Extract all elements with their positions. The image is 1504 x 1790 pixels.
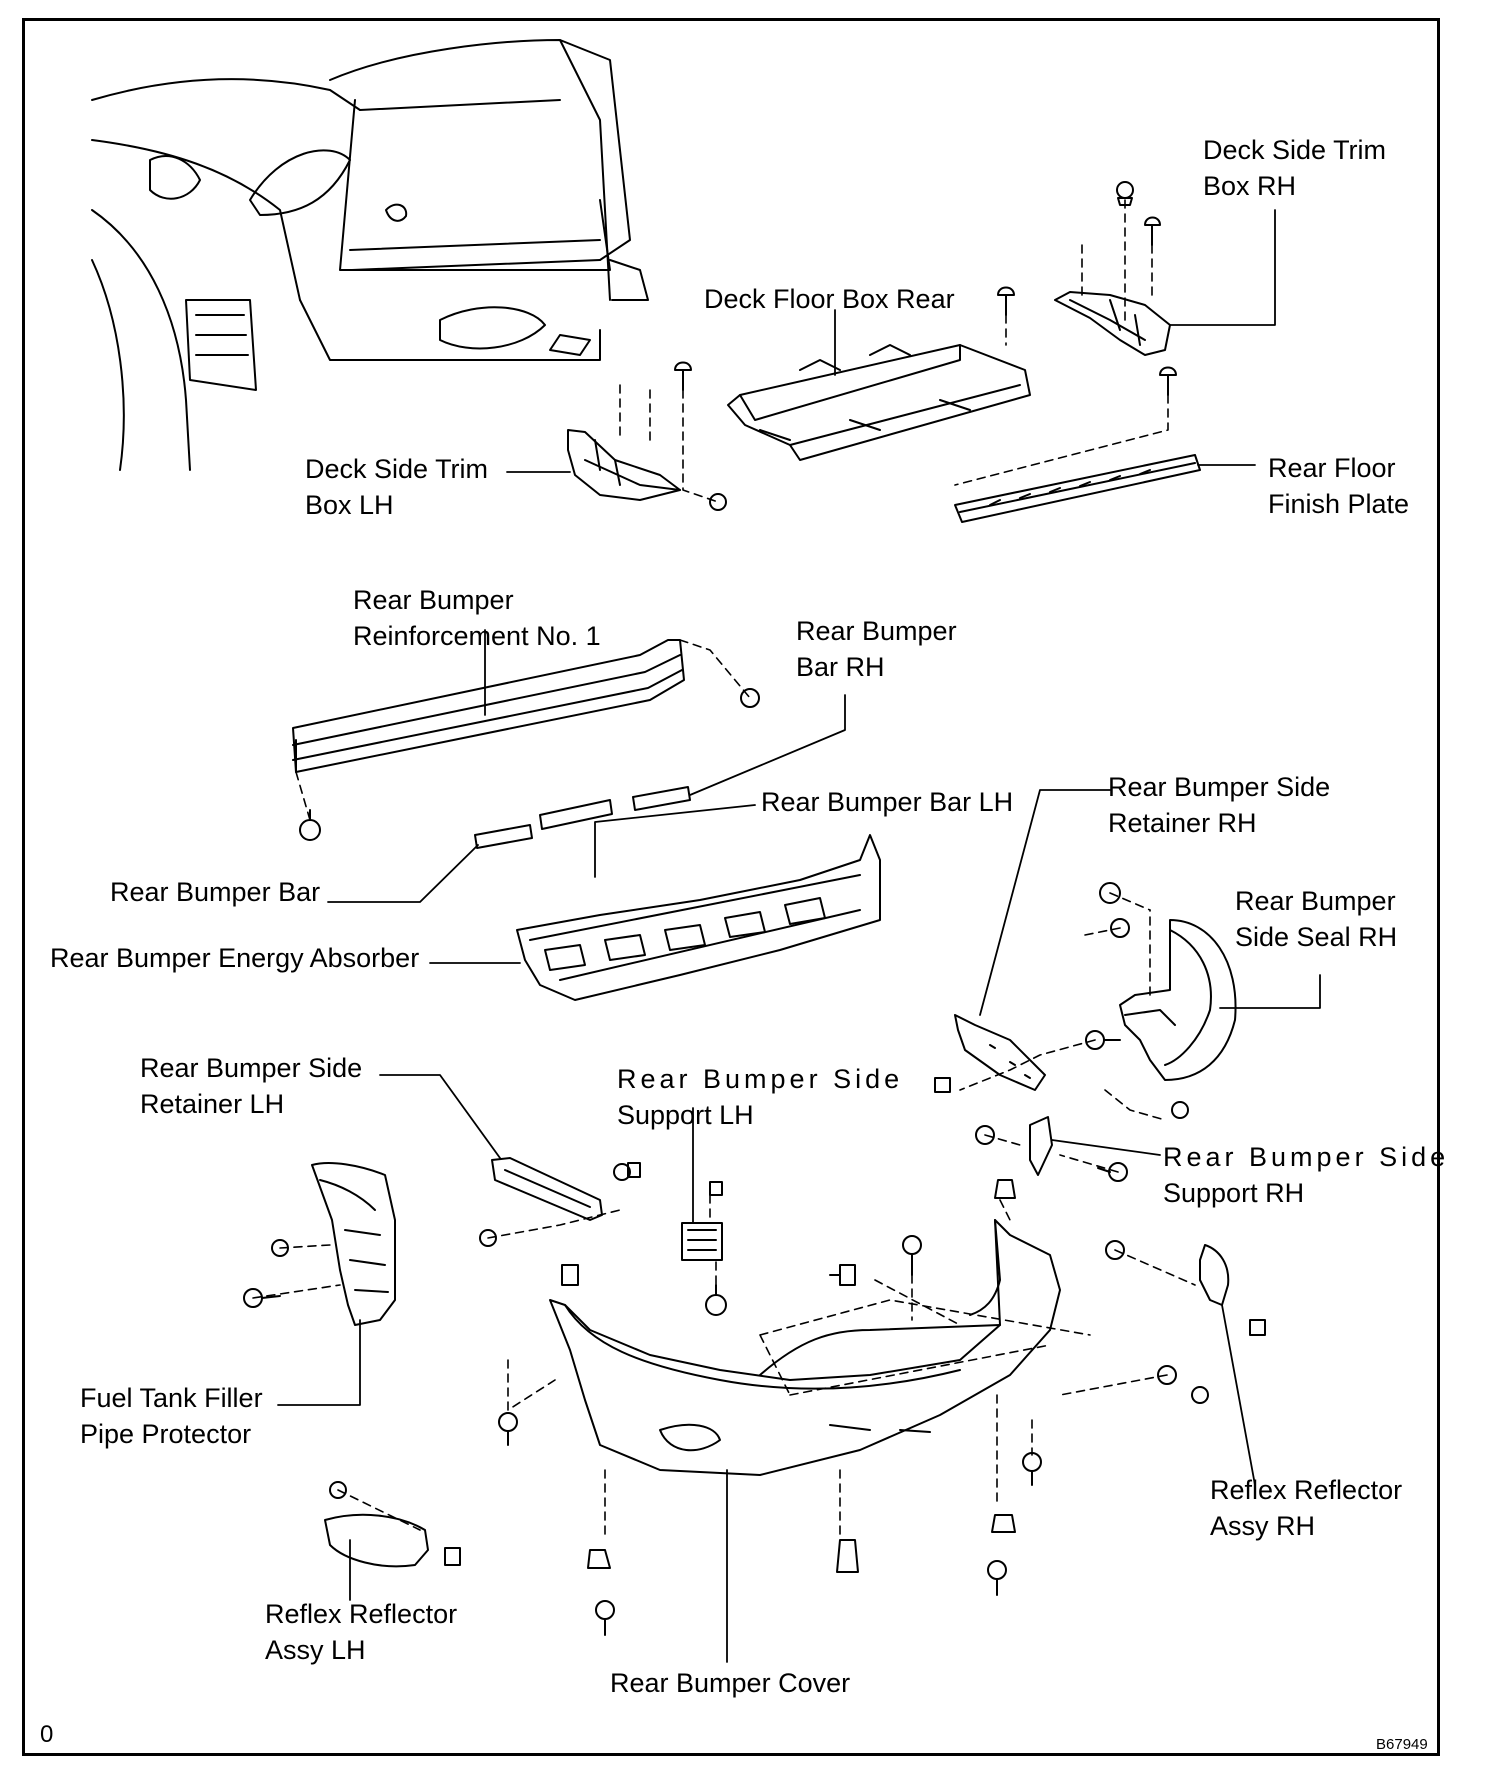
label-line: Rear Bumper bbox=[796, 616, 957, 646]
label-rear-floor-finish-plate: Rear Floor Finish Plate bbox=[1268, 450, 1409, 522]
label-rear-bumper-side-support-rh: Rear Bumper Side Support RH bbox=[1163, 1139, 1449, 1211]
fasteners bbox=[243, 181, 1266, 1636]
label-line: Fuel Tank Filler bbox=[80, 1383, 263, 1413]
label-line: Deck Side Trim bbox=[1203, 135, 1387, 165]
rear-bumper-side-retainer-lh bbox=[491, 1157, 603, 1221]
leader-lines bbox=[277, 209, 1321, 1663]
label-line: Rear Bumper Side bbox=[1163, 1142, 1450, 1172]
label-line: Rear Bumper Side bbox=[140, 1053, 363, 1083]
label-line: Bar RH bbox=[796, 652, 885, 682]
label-deck-floor-box-rear: Deck Floor Box Rear bbox=[704, 284, 955, 314]
label-line: Reinforcement No. 1 bbox=[353, 621, 601, 651]
label-rear-bumper-side-retainer-lh: Rear Bumper Side Retainer LH bbox=[140, 1050, 362, 1122]
rear-bumper-cover bbox=[549, 1219, 1061, 1476]
rear-bumper-side-supports bbox=[681, 1116, 1053, 1261]
label-line: Assy LH bbox=[265, 1635, 366, 1665]
label-reflex-reflector-assy-lh: Reflex Reflector Assy LH bbox=[265, 1596, 457, 1668]
diagram-frame bbox=[22, 18, 1440, 1756]
label-line: Box RH bbox=[1203, 171, 1297, 201]
reflex-reflectors bbox=[324, 1244, 1230, 1568]
rear-bumper-reinforcement bbox=[292, 639, 685, 773]
label-rear-bumper-bar-rh: Rear Bumper Bar RH bbox=[796, 613, 957, 685]
fuel-tank-filler-pipe-protector bbox=[311, 1162, 396, 1326]
label-line: Reflex Reflector bbox=[1210, 1475, 1403, 1505]
deck-side-trim-box-lh bbox=[567, 429, 681, 501]
vehicle-rear-body bbox=[91, 39, 649, 471]
label-rear-bumper-reinforcement-no1: Rear Bumper Reinforcement No. 1 bbox=[353, 582, 601, 654]
label-line: Support RH bbox=[1163, 1178, 1305, 1208]
label-rear-bumper-side-retainer-rh: Rear Bumper Side Retainer RH bbox=[1108, 769, 1330, 841]
label-fuel-tank-filler-pipe-protector: Fuel Tank Filler Pipe Protector bbox=[80, 1380, 263, 1452]
figure-code: B67949 bbox=[1376, 1736, 1428, 1753]
label-rear-bumper-energy-absorber: Rear Bumper Energy Absorber bbox=[50, 943, 420, 973]
rear-bumper-bars bbox=[474, 786, 691, 849]
label-line: Rear Bumper bbox=[1235, 886, 1396, 916]
label-line: Retainer RH bbox=[1108, 808, 1257, 838]
label-reflex-reflector-assy-rh: Reflex Reflector Assy RH bbox=[1210, 1472, 1402, 1544]
label-line: Reflex Reflector bbox=[265, 1599, 458, 1629]
guide-lines-dashed bbox=[252, 199, 1196, 1541]
deck-side-trim-box-rh bbox=[1054, 291, 1171, 356]
deck-floor-box-rear bbox=[727, 344, 1031, 461]
label-rear-bumper-bar: Rear Bumper Bar bbox=[110, 877, 321, 907]
label-rear-bumper-side-seal-rh: Rear Bumper Side Seal RH bbox=[1235, 883, 1397, 955]
rear-bumper-energy-absorber bbox=[516, 834, 881, 1001]
label-line: Deck Side Trim bbox=[305, 454, 489, 484]
rear-bumper-side-retainer-rh bbox=[954, 1014, 1046, 1091]
label-line: Retainer LH bbox=[140, 1089, 285, 1119]
label-line: Rear Bumper Side bbox=[617, 1064, 904, 1094]
rear-floor-finish-plate bbox=[954, 454, 1201, 523]
label-line: Assy RH bbox=[1210, 1511, 1316, 1541]
label-line: Side Seal RH bbox=[1235, 922, 1398, 952]
label-line: Support LH bbox=[617, 1100, 754, 1130]
label-line: Finish Plate bbox=[1268, 489, 1410, 519]
label-line: Rear Bumper Side bbox=[1108, 772, 1331, 802]
label-rear-bumper-side-support-lh: Rear Bumper Side Support LH bbox=[617, 1061, 903, 1133]
label-rear-bumper-bar-lh: Rear Bumper Bar LH bbox=[761, 787, 1014, 817]
rear-bumper-side-seal-rh bbox=[1119, 919, 1237, 1081]
label-deck-side-trim-box-lh: Deck Side Trim Box LH bbox=[305, 451, 488, 523]
corner-mark: 0 bbox=[40, 1721, 54, 1748]
label-line: Rear Floor bbox=[1268, 453, 1396, 483]
label-line: Box LH bbox=[305, 490, 394, 520]
label-deck-side-trim-box-rh: Deck Side Trim Box RH bbox=[1203, 132, 1386, 204]
label-rear-bumper-cover: Rear Bumper Cover bbox=[610, 1668, 851, 1698]
label-line: Pipe Protector bbox=[80, 1419, 252, 1449]
label-line: Rear Bumper bbox=[353, 585, 514, 615]
